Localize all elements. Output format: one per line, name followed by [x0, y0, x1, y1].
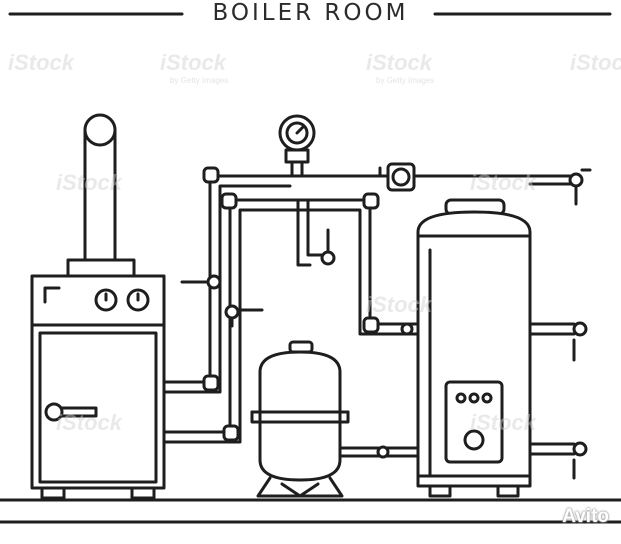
valve-knob — [572, 321, 588, 337]
watermark-logo: iStock — [366, 50, 433, 75]
watermark-credit: by Getty Images — [170, 76, 229, 85]
valve-boiler-lower — [224, 304, 264, 328]
valve-knob — [206, 274, 222, 290]
valve-top-right — [568, 168, 592, 206]
boiler-handle-knob — [44, 402, 64, 422]
boiler-foot-right — [130, 486, 156, 500]
water-heater-foot-right — [496, 484, 520, 498]
pipe-supply-inner — [162, 184, 292, 394]
boiler — [30, 113, 166, 500]
pipe-heater-mid — [528, 322, 576, 336]
valve-knob — [320, 250, 336, 266]
valve-knob — [376, 445, 390, 459]
avito-badge: Avito — [562, 506, 609, 527]
water-heater-foot-left — [428, 484, 452, 498]
pipe-elbow — [202, 374, 220, 392]
boiler-collar — [66, 258, 136, 278]
watermark-logo: iStock — [470, 170, 537, 195]
pipes — [162, 148, 576, 458]
valve-heater-low — [572, 441, 588, 480]
expansion-tank-body — [258, 350, 342, 482]
watermark-logo: iStock — [56, 170, 123, 195]
pipe-elbow — [362, 192, 380, 210]
boiler-handle-bar — [60, 406, 98, 418]
water-heater-button-3 — [481, 392, 493, 404]
boiler-chimney-cap — [83, 113, 117, 147]
pipe-elbow — [362, 316, 380, 334]
diagram-title: BOILER ROOM — [212, 0, 409, 26]
watermark-logo: iStock — [8, 50, 75, 75]
valve-mid — [320, 228, 336, 266]
valve-knob — [568, 172, 584, 188]
watermark-logo: iStock — [470, 410, 537, 435]
water-heater-button-2 — [468, 392, 480, 404]
valve-knob — [224, 304, 240, 320]
water-heater-button-1 — [455, 392, 467, 404]
pipe-heater-low — [528, 442, 576, 456]
pipe-heater-top — [528, 174, 572, 186]
pressure-gauge-needle — [295, 125, 305, 135]
pressure-gauge-ring — [285, 121, 309, 145]
boiler-panel-corner — [43, 286, 61, 304]
watermark-logo: iStock — [56, 410, 123, 435]
inline-thermometer — [391, 167, 411, 187]
watermark-logo: iStock — [366, 292, 433, 317]
valve-tank-feed — [376, 445, 390, 459]
shutoff-valves — [180, 168, 592, 480]
boiler-chimney — [83, 128, 117, 264]
expansion-tank — [250, 340, 350, 498]
pipe-elbow — [202, 166, 220, 184]
expansion-tank-stand-brace — [280, 482, 320, 498]
pressure-gauge — [278, 114, 316, 164]
pipe-elbow — [222, 424, 240, 442]
pipe-return-inner — [162, 208, 420, 444]
water-heater — [416, 198, 532, 498]
valve-knob — [400, 322, 414, 336]
watermark-credit: by Getty Images — [376, 76, 435, 85]
expansion-tank-band — [250, 410, 350, 424]
valve-heater-mid — [572, 321, 588, 362]
pipe-drop — [296, 198, 328, 267]
pipe-elbow — [220, 192, 238, 210]
water-heater-dial — [463, 429, 485, 451]
pressure-gauge-mount — [284, 148, 310, 164]
valve-heater-side — [400, 322, 414, 336]
valve-boiler-upper — [180, 274, 222, 290]
expansion-tank-valve — [288, 340, 314, 354]
boiler-foot-left — [40, 486, 66, 500]
watermark-logo: iStock — [160, 50, 227, 75]
watermark-logo: iStock — [570, 50, 621, 75]
valve-knob — [572, 441, 588, 457]
